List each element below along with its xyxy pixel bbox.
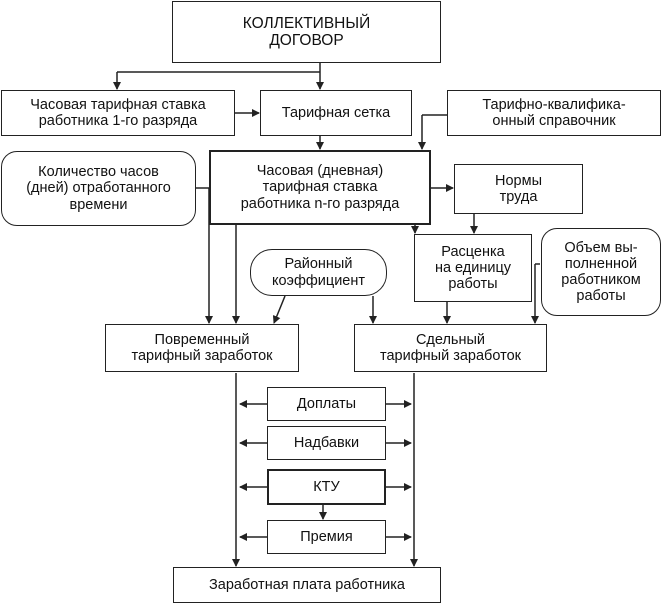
hours-worked-label: Количество часов (дней) отработанного вр… (26, 164, 171, 213)
tariff-qualification-reference-label: Тарифно-квалифика- онный справочник (482, 96, 626, 129)
employee-wage-label: Заработная плата работника (209, 576, 405, 593)
bonus-label: Премия (300, 528, 353, 545)
collective-agreement-label: КОЛЛЕКТИВНЫЙ ДОГОВОР (242, 14, 371, 49)
surcharges-box: Доплаты (267, 387, 386, 421)
time-based-earnings-label: Повременный тарифный заработок (131, 331, 273, 364)
tariff-grid-box: Тарифная сетка (260, 90, 412, 136)
regional-coefficient-box: Районный коэффициент (250, 249, 387, 296)
bonus-box: Премия (267, 520, 386, 554)
piece-rate-per-unit-label: Расценка на единицу работы (434, 243, 512, 293)
allowances-box: Надбавки (267, 426, 386, 460)
collective-agreement-box: КОЛЛЕКТИВНЫЙ ДОГОВОР (172, 1, 441, 63)
hourly-rate-grade1-label: Часовая тарифная ставка работника 1-го р… (30, 96, 206, 129)
time-based-earnings-box: Повременный тарифный заработок (105, 324, 299, 372)
labor-norms-label: Нормы труда (495, 172, 542, 205)
surcharges-label: Доплаты (296, 395, 357, 412)
piecework-earnings-box: Сдельный тарифный заработок (354, 324, 547, 372)
employee-wage-box: Заработная плата работника (173, 567, 441, 603)
regional-coefficient-label: Районный коэффициент (271, 256, 366, 289)
piece-rate-per-unit-box: Расценка на единицу работы (414, 234, 532, 302)
hourly-rate-grade1-box: Часовая тарифная ставка работника 1-го р… (1, 90, 235, 136)
piecework-earnings-label: Сдельный тарифный заработок (380, 331, 521, 364)
work-volume-label: Объем вы- полненной работником работы (561, 239, 641, 305)
allowances-label: Надбавки (293, 434, 360, 451)
labor-norms-box: Нормы труда (454, 164, 583, 214)
hours-worked-box: Количество часов (дней) отработанного вр… (1, 151, 196, 226)
work-volume-box: Объем вы- полненной работником работы (541, 228, 661, 316)
hourly-rate-grade-n-label: Часовая (дневная) тарифная ставка работн… (240, 163, 400, 212)
tariff-qualification-reference-box: Тарифно-квалифика- онный справочник (447, 90, 661, 136)
ktu-box: КТУ (267, 469, 386, 505)
ktu-label: КТУ (313, 478, 340, 495)
hourly-rate-grade-n-box: Часовая (дневная) тарифная ставка работн… (209, 150, 431, 225)
tariff-grid-label: Тарифная сетка (281, 104, 391, 121)
